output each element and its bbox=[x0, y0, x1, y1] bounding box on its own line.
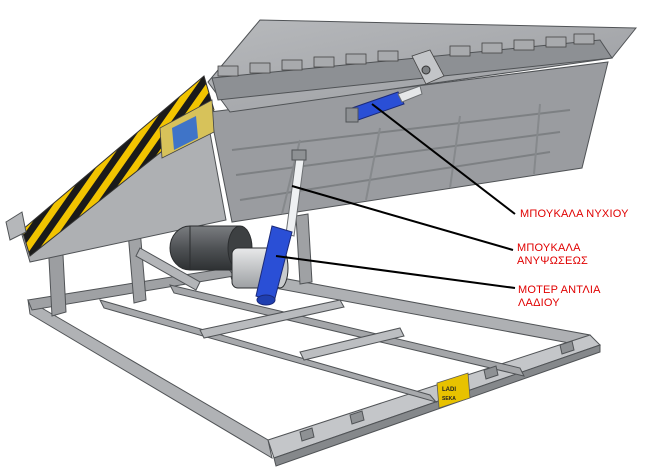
lift-cylinder bbox=[255, 149, 307, 306]
callout-lip-cylinder-line1: ΜΠΟΥΚΑΛΑ ΝΥΧΙΟΥ bbox=[520, 208, 629, 220]
brand-plate-line1: LADI bbox=[442, 387, 456, 393]
callout-motor-pump: ΜΟΤΕΡ ΑΝΤΛΙΑ ΛΑΔΙΟΥ bbox=[518, 284, 601, 310]
callout-lift-cylinder: ΜΠΟΥΚΑΛΑ ΑΝΥΨΩΣΕΩΣ bbox=[517, 242, 588, 268]
leader-lip-cylinder bbox=[371, 103, 516, 215]
brand-plate: LADI SEKA bbox=[436, 372, 471, 409]
leader-lift-cylinder bbox=[291, 185, 514, 251]
callout-lip-cylinder: ΜΠΟΥΚΑΛΑ ΝΥΧΙΟΥ bbox=[520, 208, 629, 221]
leader-lines bbox=[275, 103, 516, 289]
support-legs bbox=[47, 213, 313, 317]
callout-lift-cylinder-line1: ΜΠΟΥΚΑΛΑ bbox=[517, 242, 581, 254]
hinge-knuckles bbox=[217, 33, 595, 77]
lip-cylinder bbox=[345, 85, 423, 123]
leader-motor-pump bbox=[275, 255, 516, 289]
deck-top bbox=[207, 19, 638, 113]
hazard-stripe-panel bbox=[5, 75, 215, 257]
callout-lift-cylinder-line2: ΑΝΥΨΩΣΕΩΣ bbox=[517, 255, 588, 267]
callout-motor-pump-line1: ΜΟΤΕΡ ΑΝΤΛΙΑ bbox=[518, 284, 601, 296]
callout-motor-pump-line2: ΛΑΔΙΟΥ bbox=[518, 297, 560, 309]
brand-plate-line2: SEKA bbox=[442, 396, 456, 402]
base-frame bbox=[27, 267, 601, 467]
